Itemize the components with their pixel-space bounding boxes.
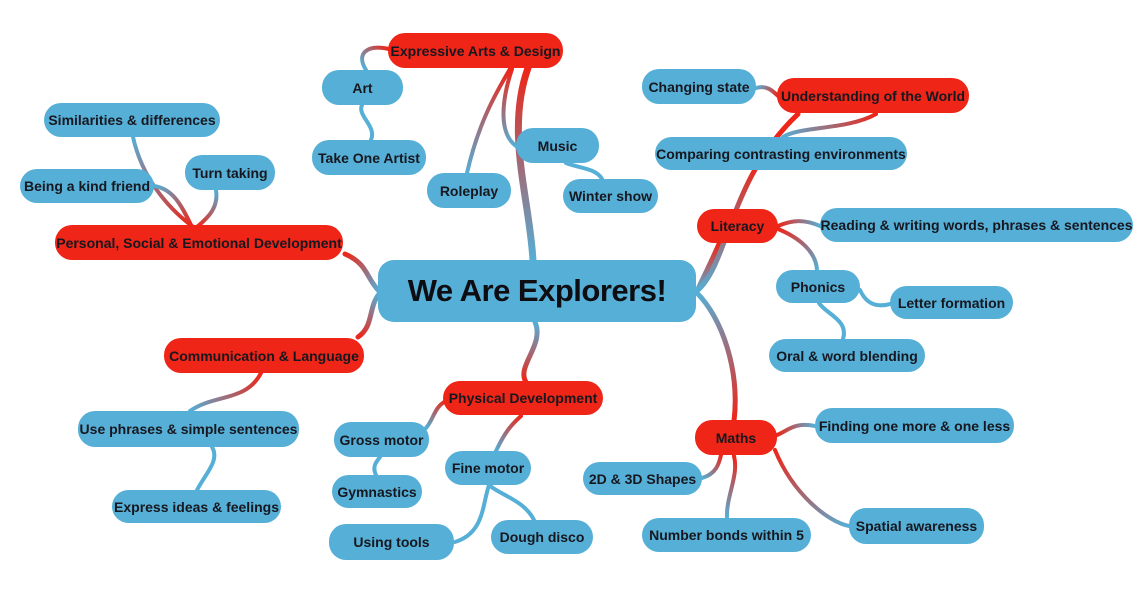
edge-psed-similarities [131, 135, 194, 228]
edge-uow-comparing-environments [781, 112, 878, 139]
edge-literacy-reading-writing [776, 219, 822, 228]
subtopic-being-a-kind-friend[interactable]: Being a kind friend [20, 169, 154, 203]
edge-gross-motor-gymnastics [372, 455, 382, 477]
subtopic-similarities-differences[interactable]: Similarities & differences [44, 103, 220, 137]
subtopic-turn-taking[interactable]: Turn taking [185, 155, 275, 190]
subtopic-using-tools[interactable]: Using tools [329, 524, 454, 560]
edge-phonics-oral-word-blending [817, 301, 846, 341]
edge-center-communication-language [355, 291, 382, 340]
subtopic-roleplay[interactable]: Roleplay [427, 173, 511, 208]
subtopic-changing-state[interactable]: Changing state [642, 69, 756, 104]
edge-music-winter-show [564, 161, 604, 181]
edge-maths-number-bonds [724, 454, 738, 520]
edge-center-psed [342, 251, 382, 294]
edge-psed-turn-taking [195, 188, 219, 229]
subtopic-gymnastics[interactable]: Gymnastics [332, 475, 422, 508]
subtopic-2d-3d-shapes[interactable]: 2D & 3D Shapes [583, 462, 702, 495]
subtopic-take-one-artist[interactable]: Take One Artist [312, 140, 426, 175]
subtopic-winter-show[interactable]: Winter show [563, 179, 658, 213]
topic-expressive-arts-design[interactable]: Expressive Arts & Design [388, 33, 563, 68]
edge-psed-kind-friend [152, 184, 193, 227]
topic-psed[interactable]: Personal, Social & Emotional Development [55, 225, 343, 260]
edge-pd-fine-motor [494, 414, 523, 453]
topic-maths[interactable]: Maths [695, 420, 777, 455]
subtopic-comparing-environments[interactable]: Comparing contrasting environments [655, 137, 907, 170]
edge-pd-gross-motor [424, 399, 448, 430]
subtopic-spatial-awareness[interactable]: Spatial awareness [849, 508, 984, 544]
edge-use-phrases-express-ideas [195, 445, 217, 492]
topic-communication-language[interactable]: Communication & Language [164, 338, 364, 373]
edge-maths-finding-one-more [775, 423, 817, 437]
subtopic-gross-motor[interactable]: Gross motor [334, 422, 429, 457]
edge-art-take-one-artist [359, 103, 375, 142]
subtopic-reading-writing[interactable]: Reading & writing words, phrases & sente… [820, 208, 1133, 242]
subtopic-oral-word-blending[interactable]: Oral & word blending [769, 339, 925, 372]
edge-fine-motor-using-tools [453, 483, 491, 544]
edge-cal-use-phrases [188, 371, 263, 413]
subtopic-dough-disco[interactable]: Dough disco [491, 520, 593, 554]
topic-physical-development[interactable]: Physical Development [443, 381, 603, 415]
edge-ead-music [501, 67, 518, 148]
edge-phonics-letter-formation [858, 288, 892, 308]
subtopic-phonics[interactable]: Phonics [776, 270, 860, 303]
edge-ead-art [360, 45, 391, 72]
edge-maths-shapes [700, 453, 723, 480]
edge-ead-roleplay [465, 67, 512, 175]
edge-literacy-phonics [776, 227, 819, 272]
edge-fine-motor-dough-disco [487, 483, 536, 522]
topic-understanding-of-the-world[interactable]: Understanding of the World [777, 78, 969, 113]
subtopic-fine-motor[interactable]: Fine motor [445, 451, 531, 485]
subtopic-music[interactable]: Music [516, 128, 599, 163]
subtopic-express-ideas[interactable]: Express ideas & feelings [112, 490, 281, 523]
topic-literacy[interactable]: Literacy [697, 209, 778, 243]
edge-center-maths [694, 290, 738, 424]
subtopic-use-phrases[interactable]: Use phrases & simple sentences [78, 411, 299, 447]
edge-center-ead [514, 64, 537, 265]
edge-maths-spatial-awareness [773, 448, 851, 528]
edge-uow-changing-state [754, 85, 780, 98]
subtopic-art[interactable]: Art [322, 70, 403, 105]
edge-center-physical-development [521, 319, 540, 385]
subtopic-letter-formation[interactable]: Letter formation [890, 286, 1013, 319]
subtopic-finding-one-more[interactable]: Finding one more & one less [815, 408, 1014, 443]
central-topic[interactable]: We Are Explorers! [378, 260, 696, 322]
subtopic-number-bonds[interactable]: Number bonds within 5 [642, 518, 811, 552]
